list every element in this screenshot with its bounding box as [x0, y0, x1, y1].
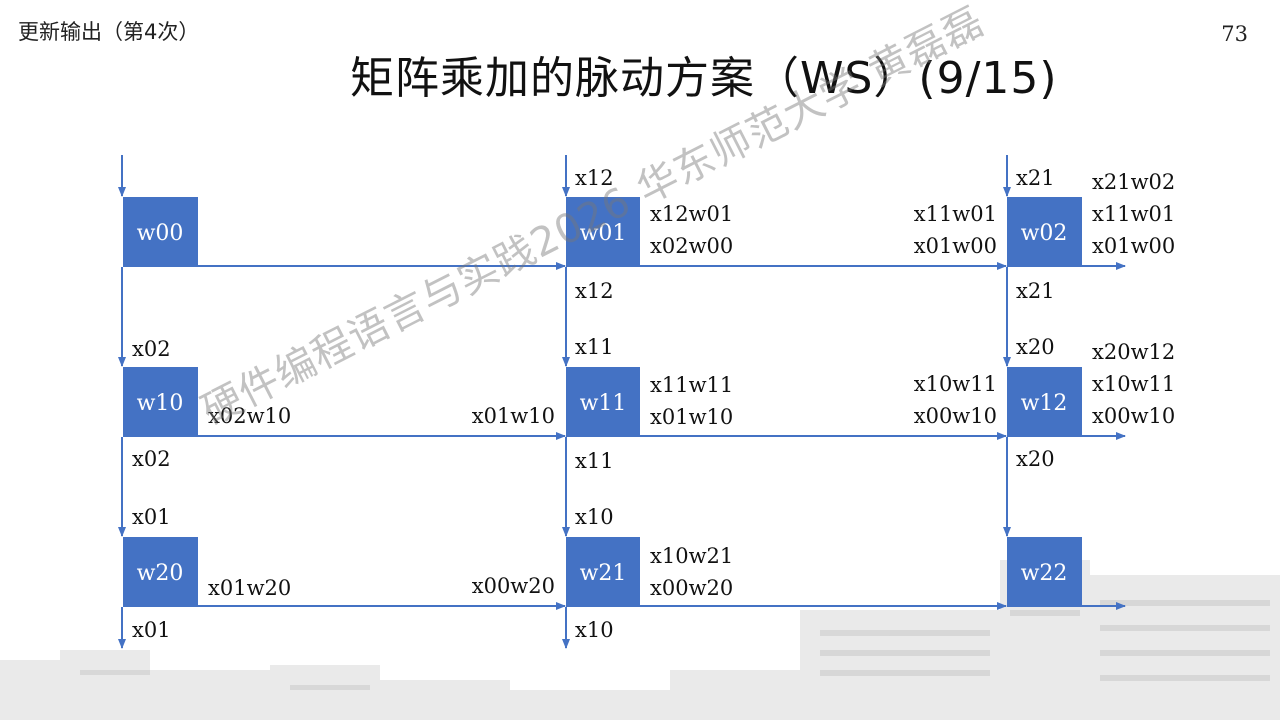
x-label: x11: [575, 335, 614, 359]
x-label: x20: [1016, 335, 1055, 359]
pe-label-w21: w21: [580, 561, 627, 586]
x-label: x21: [1016, 166, 1055, 190]
sum-label: x01w20: [208, 576, 291, 600]
sum-label: x10w21: [650, 544, 733, 568]
sum-label: x12w01: [650, 202, 733, 226]
pe-label-w01: w01: [580, 221, 627, 246]
x-label: x11: [575, 449, 614, 473]
x-label: x20: [1016, 447, 1055, 471]
pe-label-w10: w10: [137, 391, 184, 416]
x-label: x10: [575, 505, 614, 529]
x-label: x02: [132, 337, 171, 361]
x-label: x12: [575, 166, 614, 190]
pe-cell-w10: [123, 367, 198, 437]
slide-title: 矩阵乘加的脉动方案（WS）(9/15): [350, 53, 1058, 104]
x-label: x02: [132, 447, 171, 471]
pe-label-w11: w11: [580, 391, 627, 416]
pe-cell-w12: [1007, 367, 1082, 437]
pe-label-w12: w12: [1021, 391, 1068, 416]
sum-label: x20w12: [1092, 340, 1175, 364]
pe-cell-w11: [566, 367, 640, 437]
x-label: x12: [575, 279, 614, 303]
sum-label: x11w11: [650, 373, 733, 397]
sum-label: x02w10: [208, 404, 291, 428]
pe-cell-w21: [566, 537, 640, 607]
pe-label-w00: w00: [137, 221, 184, 246]
pe-cell-w00: [123, 197, 198, 267]
sum-label: x10w11: [914, 372, 997, 396]
x-label: x21: [1016, 279, 1055, 303]
pe-cell-w20: [123, 537, 198, 607]
sum-label: x00w20: [472, 574, 555, 598]
sum-label: x11w01: [1092, 202, 1175, 226]
update-note: 更新输出（第4次）: [18, 20, 200, 44]
sum-label: x01w00: [1092, 234, 1175, 258]
pe-cell-w22: [1007, 537, 1082, 607]
sum-label: x11w01: [914, 202, 997, 226]
pe-cell-w01: [566, 197, 640, 267]
sum-label: x01w10: [650, 405, 733, 429]
sum-label: x21w02: [1092, 170, 1175, 194]
x-label: x01: [132, 618, 171, 642]
pe-label-w20: w20: [137, 561, 184, 586]
sum-label: x00w20: [650, 576, 733, 600]
sum-label: x00w10: [1092, 404, 1175, 428]
sum-label: x00w10: [914, 404, 997, 428]
pe-label-w02: w02: [1021, 221, 1068, 246]
sum-label: x10w11: [1092, 372, 1175, 396]
sum-label: x01w00: [914, 234, 997, 258]
x-label: x01: [132, 505, 171, 529]
sum-label: x02w00: [650, 234, 733, 258]
pe-label-w22: w22: [1021, 561, 1068, 586]
x-label: x10: [575, 618, 614, 642]
page-number: 73: [1221, 22, 1248, 46]
pe-cell-w02: [1007, 197, 1082, 267]
sum-label: x01w10: [472, 404, 555, 428]
